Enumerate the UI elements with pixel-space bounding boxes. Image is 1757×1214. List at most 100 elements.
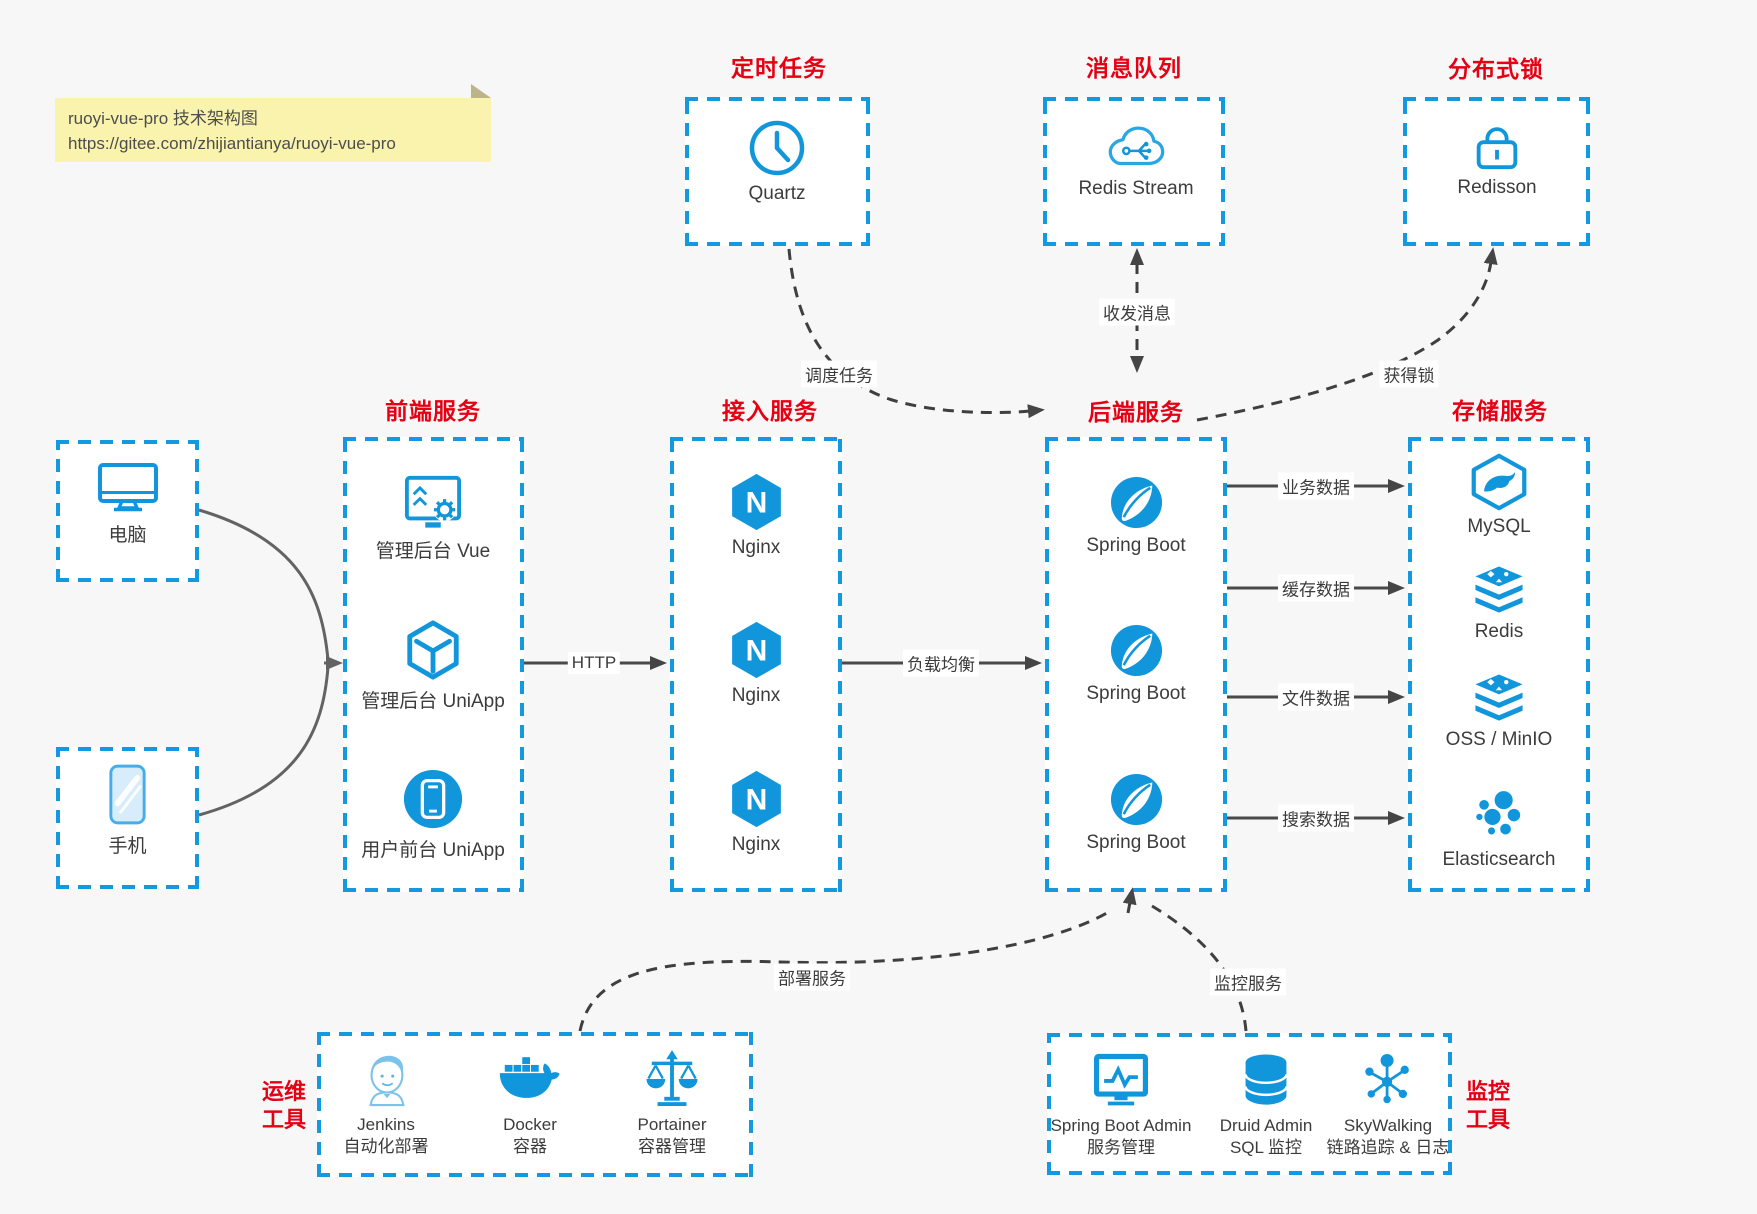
node-admin-uniapp: 管理后台 UniApp: [345, 619, 521, 713]
edge-label-exchange-message: 收发消息: [1099, 298, 1175, 326]
edge-label-deploy-service: 部署服务: [774, 963, 850, 991]
node-label: Redisson: [1457, 177, 1537, 198]
tool-desc: 容器: [513, 1137, 547, 1156]
node-admin-vue: 管理后台 Vue: [345, 473, 521, 563]
desktop-icon: [56, 459, 199, 515]
edge-label-business-data: 业务数据: [1278, 472, 1354, 500]
node-label: 用户前台 UniApp: [361, 840, 505, 861]
title-distributed-lock: 分布式锁: [1448, 56, 1544, 82]
tool-desc: 容器管理: [638, 1137, 706, 1156]
title-message-queue: 消息队列: [1086, 55, 1182, 81]
nginx-hexagon-icon: N: [668, 472, 844, 532]
title-scheduled-task: 定时任务: [731, 55, 827, 81]
node-redisson: Redisson: [1409, 120, 1585, 199]
edge-label-load-balance: 负载均衡: [903, 649, 979, 677]
edge-computer-to-frontend: [198, 508, 330, 661]
box-phone: [56, 747, 199, 889]
edge-label-cache-data: 缓存数据: [1278, 574, 1354, 602]
tool-desc: 自动化部署: [343, 1137, 429, 1156]
edge-label-search-data: 搜索数据: [1278, 804, 1354, 832]
uniapp-cube-icon: [345, 619, 521, 681]
mysql-dolphin-icon: [1411, 453, 1587, 511]
tool-name: Jenkins: [357, 1115, 415, 1134]
box-distributed-lock: [1403, 97, 1590, 246]
title-storage: 存储服务: [1452, 398, 1548, 424]
box-storage: [1408, 437, 1590, 892]
nginx-hexagon-icon: N: [668, 769, 844, 829]
edge-label-monitor-service: 监控服务: [1210, 968, 1286, 996]
node-spring-boot-admin: Spring Boot Admin 服务管理: [1033, 1049, 1209, 1159]
edge-acquire-lock: [1196, 247, 1498, 422]
title-ops-tools: 运维 工具: [261, 1079, 307, 1132]
jenkins-icon: [306, 1048, 466, 1110]
nginx-hexagon-icon: N: [668, 620, 844, 680]
smartphone-icon: [56, 763, 199, 826]
monitor-pulse-icon: [1033, 1049, 1209, 1111]
topology-nodes-icon: [1308, 1049, 1468, 1111]
note-title: ruoyi-vue-pro 技术架构图: [68, 109, 258, 128]
svg-text:N: N: [745, 634, 767, 667]
node-computer: 电脑: [56, 459, 199, 547]
node-nginx-1: N Nginx: [668, 472, 844, 559]
box-message-queue: [1043, 97, 1225, 246]
node-quartz: Quartz: [689, 118, 865, 205]
tool-name: Druid Admin: [1219, 1116, 1313, 1135]
node-druid-admin: Druid Admin SQL 监控: [1186, 1049, 1346, 1159]
edge-phone-to-frontend: [198, 666, 330, 817]
node-label: Quartz: [748, 183, 806, 204]
mobile-app-circle-icon: [345, 768, 521, 830]
elasticsearch-cluster-icon: [1411, 788, 1587, 844]
redis-stack-icon: [1411, 564, 1587, 616]
docker-whale-icon: [450, 1048, 610, 1110]
box-computer: [56, 440, 199, 582]
oss-stack-icon: [1411, 672, 1587, 724]
node-skywalking: SkyWalking 链路追踪 & 日志: [1308, 1049, 1468, 1159]
svg-text:N: N: [745, 783, 767, 816]
node-label: OSS / MinIO: [1445, 729, 1553, 750]
node-label: 管理后台 Vue: [375, 541, 491, 562]
node-spring-boot-3: Spring Boot: [1048, 772, 1224, 854]
node-label: Nginx: [731, 685, 781, 706]
node-label: Spring Boot: [1086, 832, 1186, 853]
node-phone: 手机: [56, 763, 199, 858]
node-label: Spring Boot: [1086, 535, 1186, 556]
edge-label-schedule-job: 调度任务: [801, 360, 877, 388]
spring-boot-icon: [1048, 475, 1224, 530]
node-docker: Docker 容器: [450, 1048, 610, 1158]
database-icon: [1186, 1049, 1346, 1111]
portainer-scales-icon: [592, 1048, 752, 1110]
edge-label-http: HTTP: [567, 652, 621, 674]
spring-boot-icon: [1048, 772, 1224, 827]
node-redis: Redis: [1411, 564, 1587, 643]
lock-icon: [1409, 120, 1585, 172]
node-spring-boot-2: Spring Boot: [1048, 623, 1224, 705]
node-label: Redis Stream: [1078, 178, 1194, 199]
node-redis-stream: Redis Stream: [1048, 121, 1224, 200]
title-frontend: 前端服务: [385, 398, 481, 424]
note-folded-corner: [471, 84, 491, 98]
svg-text:N: N: [745, 486, 767, 519]
node-label: 手机: [108, 836, 147, 857]
title-monitor-tools: 监控 工具: [1465, 1079, 1511, 1132]
note-url: https://gitee.com/zhijiantianya/ruoyi-vu…: [68, 134, 396, 153]
tool-desc: SQL 监控: [1229, 1138, 1303, 1157]
clock-icon: [689, 118, 865, 178]
node-jenkins: Jenkins 自动化部署: [306, 1048, 466, 1158]
edge-label-file-data: 文件数据: [1278, 683, 1354, 711]
tool-desc: 服务管理: [1087, 1138, 1155, 1157]
node-label: Redis: [1474, 621, 1524, 642]
node-oss-minio: OSS / MinIO: [1411, 672, 1587, 751]
cloud-stream-icon: [1048, 121, 1224, 173]
node-label: MySQL: [1467, 516, 1531, 537]
node-nginx-2: N Nginx: [668, 620, 844, 707]
edge-schedule-job: [787, 248, 1045, 419]
edge-deploy-monitor-arrow: [1122, 887, 1137, 914]
title-gateway: 接入服务: [722, 398, 818, 424]
node-label: Elasticsearch: [1442, 849, 1556, 870]
spring-boot-icon: [1048, 623, 1224, 678]
node-spring-boot-1: Spring Boot: [1048, 475, 1224, 557]
node-portainer: Portainer 容器管理: [592, 1048, 752, 1158]
node-label: 管理后台 UniApp: [361, 691, 505, 712]
node-mysql: MySQL: [1411, 453, 1587, 538]
